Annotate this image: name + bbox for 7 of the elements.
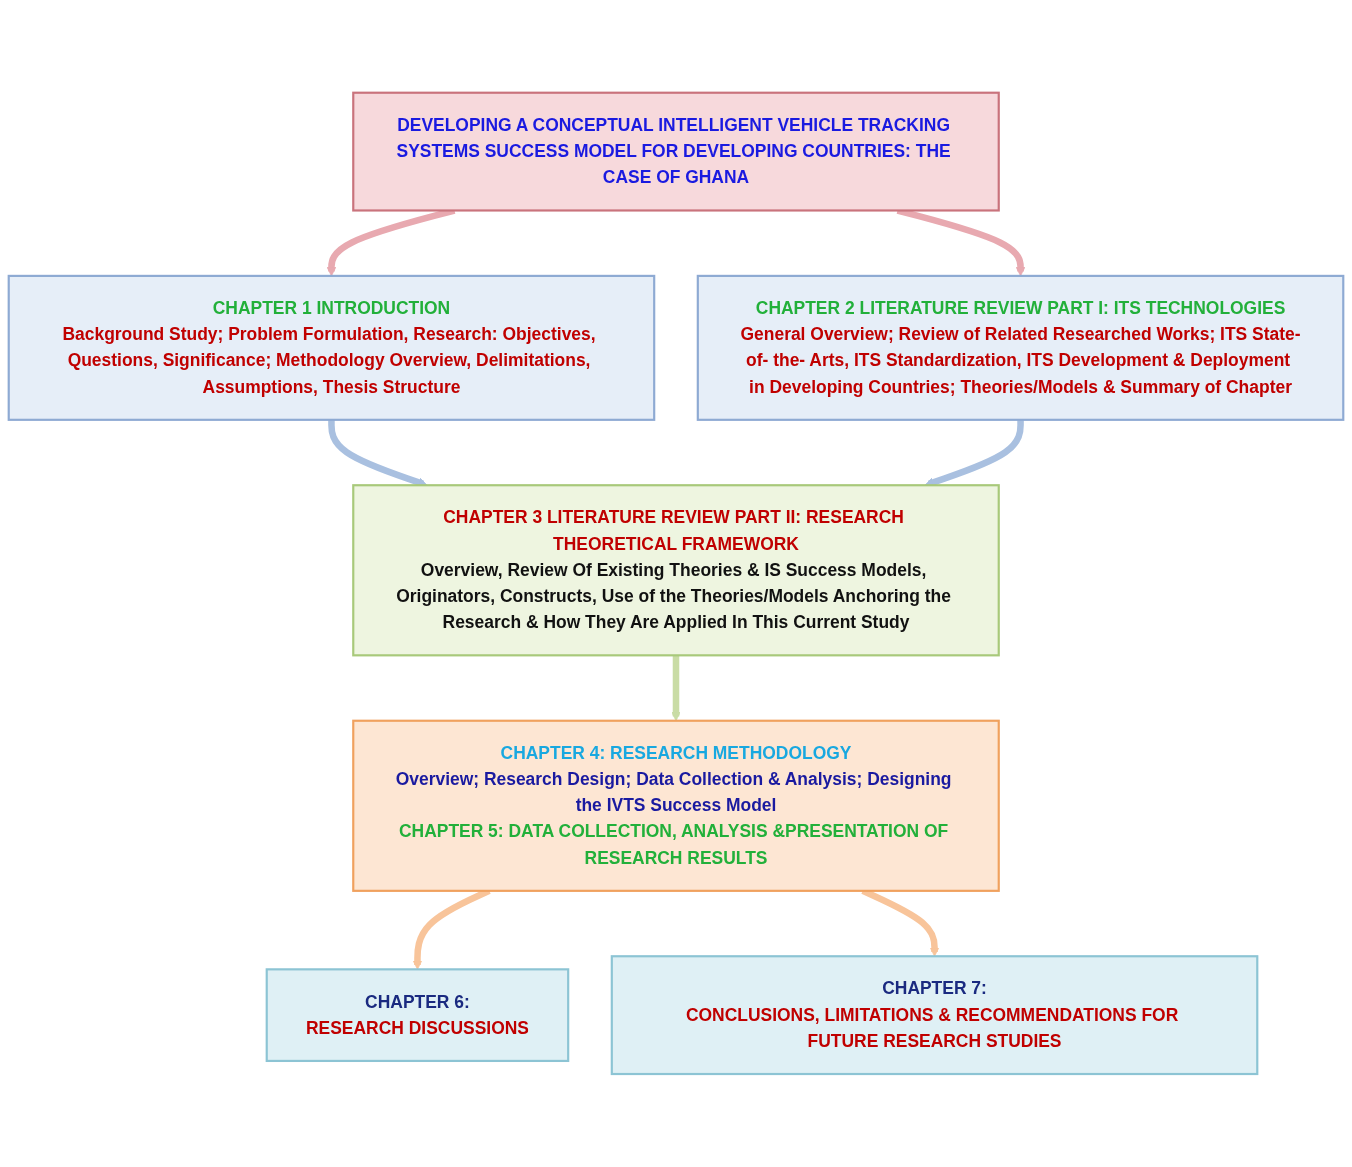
node-box: DEVELOPING A CONCEPTUAL INTELLIGENT VEHICLE TRACKING SYSTEMS SUCCESS MODEL FOR DEVELOPING COUNTRIES: THE CASE OF GHANA — [352, 91, 1000, 212]
node-box: CHAPTER 4: RESEARCH METHODOLOGY Overview; Research Design; Data Collection & Analysis; Designing the IVTS Success Model CHAPTER 5: DATA COLLECTION, ANALYSIS &PRESENTATION OF RESEARCH RESULTS — [352, 719, 1000, 893]
node-box: CHAPTER 6: RESEARCH DISCUSSIONS — [265, 968, 570, 1063]
node-box: CHAPTER 2 LITERATURE REVIEW PART I: ITS TECHNOLOGIES General Overview; Review of Related Researched Works; ITS State-of- the- Arts, ITS Standardization, ITS Development & Deployment in Developing Countries; Theories/Models & Summary of Chapter — [696, 274, 1345, 422]
node-box: CHAPTER 1 INTRODUCTION Background Study; Problem Formulation, Research: Objectives, Questions, Significance; Methodology Overview, Delimitations, Assumptions, Thesis Structure — [7, 274, 656, 422]
node-box: CHAPTER 7: CONCLUSIONS, LIMITATIONS & RECOMMENDATIONS FOR FUTURE RESEARCH STUDIES — [610, 955, 1259, 1076]
node-box: CHAPTER 3 LITERATURE REVIEW PART II: RESEARCH THEORETICAL FRAMEWORK Overview, Review Of Existing Theories & IS Success Models, Originators, Constructs, Use of the Theories/Models Anchoring the Research & How They Are Applied In This Current Study — [352, 484, 1000, 657]
